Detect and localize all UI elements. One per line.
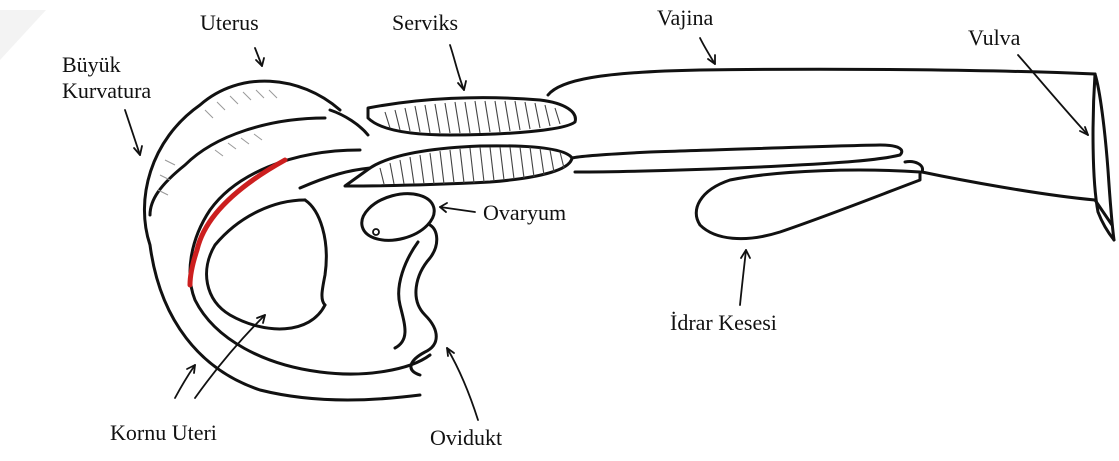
bladder-outline <box>696 170 920 239</box>
vulva-outline <box>1093 74 1114 240</box>
label-vulva: Vulva <box>968 25 1021 50</box>
label-arrows <box>125 38 1088 420</box>
label-ovaryum: Ovaryum <box>483 200 566 225</box>
ovary-outline <box>357 186 440 248</box>
label-buyuk: Büyük <box>62 52 121 77</box>
label-kornu-uteri: Kornu Uteri <box>110 420 217 445</box>
label-vajina: Vajina <box>657 5 713 30</box>
vagina-outline <box>548 69 1095 200</box>
cervix-lower <box>345 146 572 186</box>
label-ovidukt: Ovidukt <box>430 425 502 450</box>
cervix-upper <box>368 98 575 135</box>
label-uterus: Uterus <box>200 10 259 35</box>
watermark-shape <box>0 10 46 60</box>
label-kurvatura: Kurvatura <box>62 78 151 103</box>
label-idrar-kesesi: İdrar Kesesi <box>670 310 777 335</box>
label-serviks: Serviks <box>392 10 458 35</box>
